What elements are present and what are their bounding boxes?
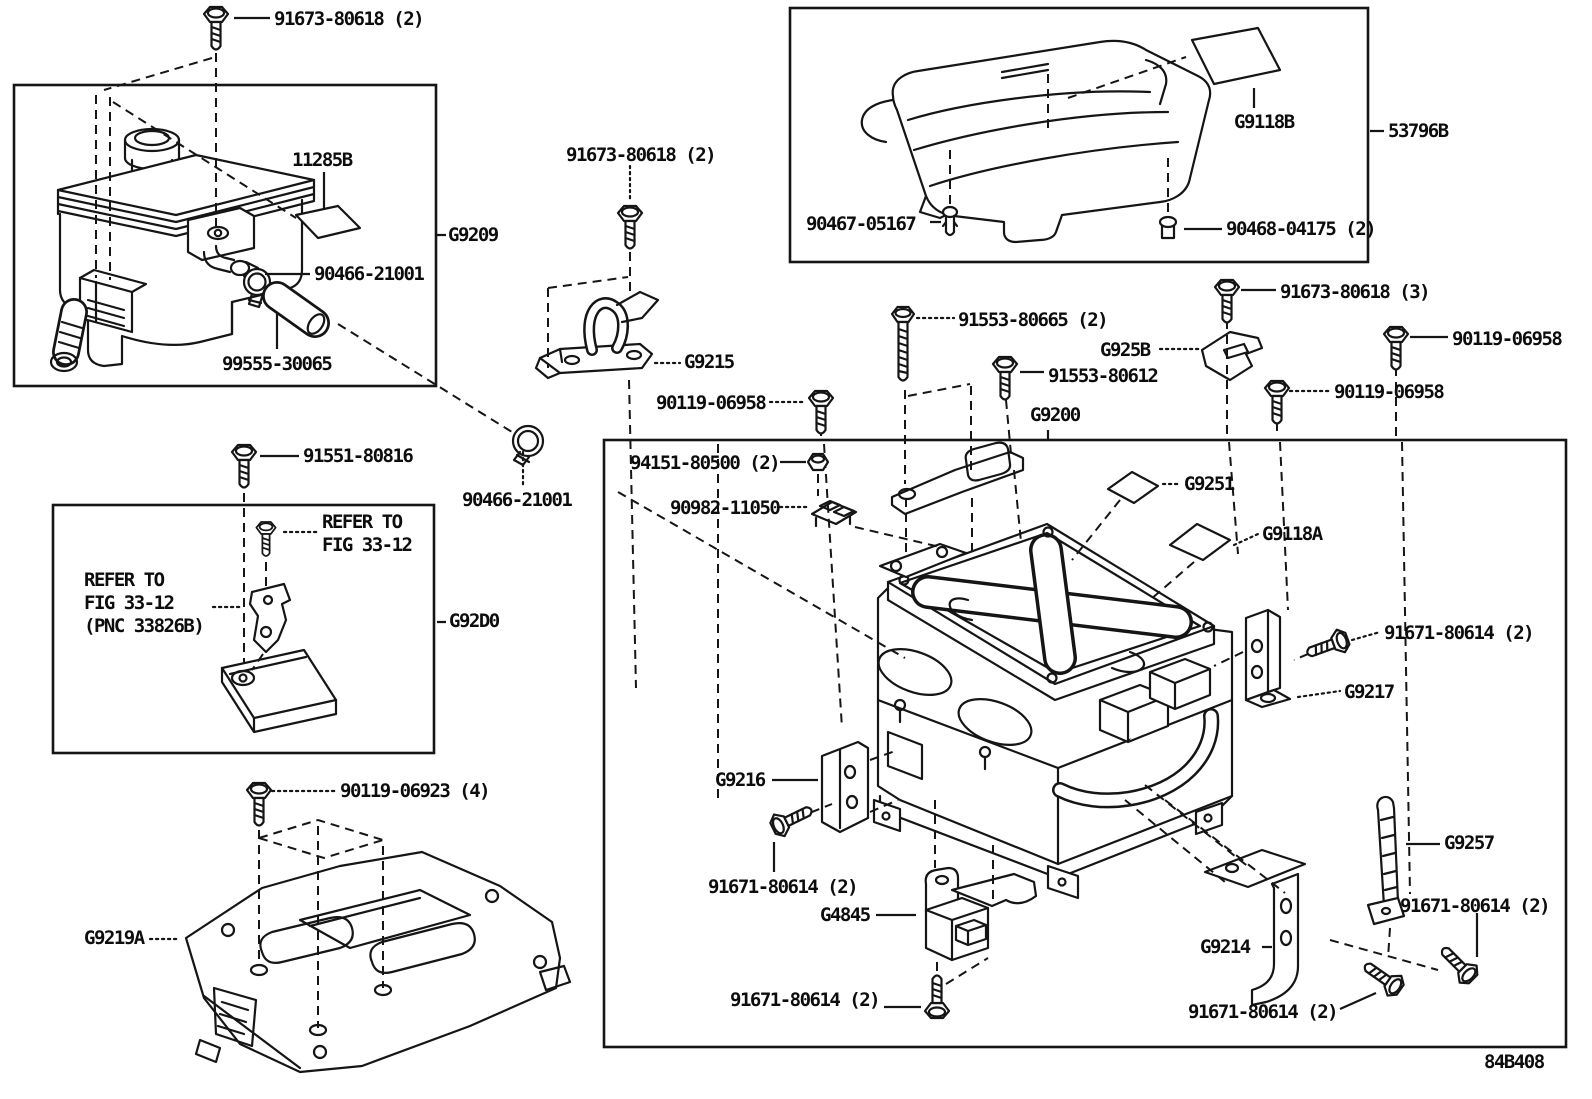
- assembly-box-outlines: [12, 6, 1568, 1049]
- reservoir-bracket-drawing: [220, 582, 338, 734]
- sticker-shapes: [1106, 470, 1232, 562]
- part-label-91671-80614-b: 91671-80614 (2): [708, 876, 859, 898]
- part-label-91671-80614-d: 91671-80614 (2): [1400, 895, 1551, 917]
- reservoir-tank-drawing: [49, 127, 362, 373]
- part-label-90467-05167: 90467-05167: [806, 213, 917, 235]
- part-label-g9219a: G9219A: [84, 927, 145, 949]
- part-label-90119-06958-a: 90119-06958: [656, 392, 767, 414]
- part-label-g925b: G925B: [1100, 339, 1151, 361]
- figure-code: 84B408: [1484, 1051, 1545, 1073]
- bracket-g4845-drawing: [924, 866, 1038, 962]
- part-label-g9118a: G9118A: [1262, 523, 1323, 545]
- part-label-g9200: G9200: [1030, 404, 1081, 426]
- part-label-90466-21001-a: 90466-21001: [314, 263, 425, 285]
- part-label-g4845: G4845: [820, 904, 871, 926]
- hose-clamp-drawing: [511, 424, 545, 467]
- part-label-g9251: G9251: [1184, 473, 1235, 495]
- part-label-94151-80500: 94151-80500 (2): [630, 452, 781, 474]
- part-label-g9118b: G9118B: [1234, 111, 1295, 133]
- part-label-90982-11050: 90982-11050: [670, 497, 781, 519]
- part-label-91551-80816: 91551-80816: [303, 445, 414, 467]
- part-label-91553-80665: 91553-80665 (2): [958, 309, 1109, 331]
- part-label-g92d0: G92D0: [449, 610, 500, 632]
- part-label-90468-04175: 90468-04175 (2): [1226, 218, 1377, 240]
- inverter-cover-drawing: [860, 26, 1282, 244]
- bracket-g9215-drawing: [534, 290, 660, 380]
- bracket-g9216-drawing: [820, 740, 870, 834]
- part-label-g9215: G9215: [684, 351, 735, 373]
- part-label-90466-21001-b: 90466-21001: [462, 489, 573, 511]
- retainer-90982-drawing: [810, 499, 858, 528]
- part-label-g9209: G9209: [448, 224, 499, 246]
- bracket-g9217-drawing: [1244, 608, 1292, 709]
- part-label-91671-80614-a: 91671-80614 (2): [1384, 622, 1535, 644]
- inverter-assembly-drawing: [872, 441, 1234, 900]
- part-label-90119-06958-c: 90119-06958: [1334, 381, 1445, 403]
- part-label-91553-80612: 91553-80612: [1048, 365, 1159, 387]
- bracket-g925b-drawing: [1200, 330, 1264, 382]
- part-label-g9217: G9217: [1344, 681, 1395, 703]
- bracket-g9257-drawing: [1366, 795, 1406, 926]
- part-label-91671-80614-e: 91671-80614 (2): [1188, 1001, 1339, 1023]
- part-label-99555-30065: 99555-30065: [222, 353, 333, 375]
- part-label-91673-80618-c: 91673-80618 (3): [1280, 281, 1431, 303]
- part-label-11285b: 11285B: [292, 149, 353, 171]
- part-label-53796b: 53796B: [1388, 120, 1449, 142]
- fastener-drawings: [202, 5, 1483, 1020]
- note-refer-fig-b: REFER TO FIG 33-12 (PNC 33826B): [84, 569, 205, 638]
- part-label-91673-80618-a: 91673-80618 (2): [274, 8, 425, 30]
- part-label-90119-06923: 90119-06923 (4): [340, 780, 491, 802]
- part-label-90119-06958-b: 90119-06958: [1452, 328, 1563, 350]
- note-refer-fig-a: REFER TO FIG 33-12: [322, 511, 413, 557]
- part-label-g9214: G9214: [1200, 936, 1251, 958]
- part-label-g9216: G9216: [715, 769, 766, 791]
- part-label-91673-80618-b: 91673-80618 (2): [566, 144, 717, 166]
- protector-plate-drawing: [184, 850, 572, 1074]
- label-leader-lines: [148, 16, 1479, 1011]
- part-label-91671-80614-c: 91671-80614 (2): [730, 989, 881, 1011]
- part-label-g9257: G9257: [1444, 832, 1495, 854]
- bracket-g9214-drawing: [1203, 848, 1307, 1007]
